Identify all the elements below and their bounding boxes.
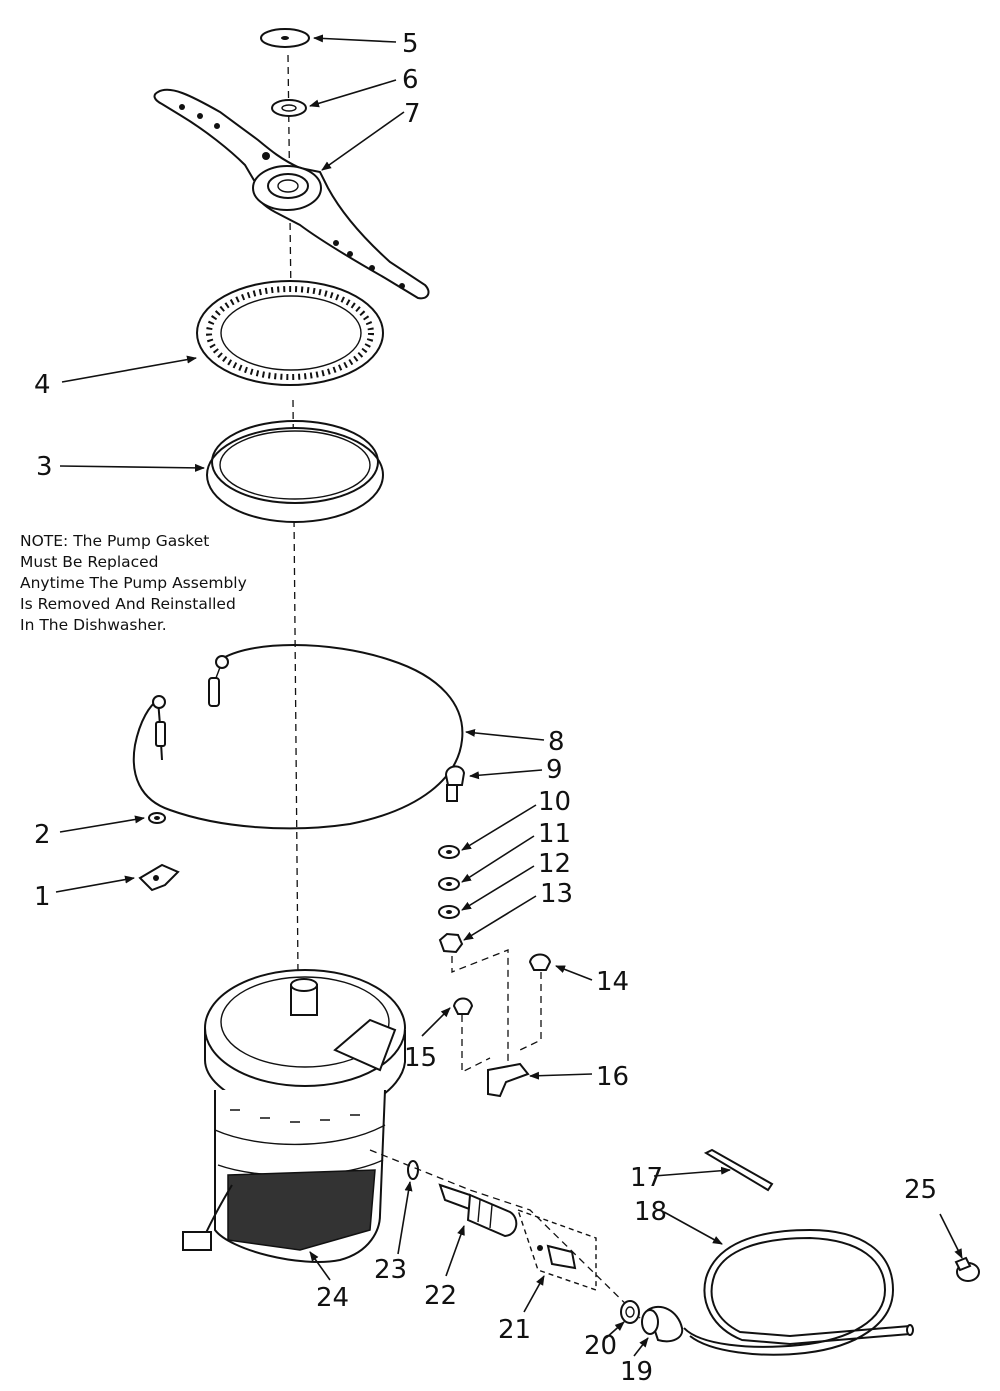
part-1-bracket [138,863,180,892]
part-16-bracket [487,1062,530,1098]
part-13-nut [438,932,464,954]
note-line-5: In The Dishwasher. [20,616,167,634]
assembly-path-14-16 [519,972,542,1051]
part-9-terminal [444,765,466,802]
callout-25: 25 [904,1175,937,1205]
part-12-washer [438,905,460,919]
callout-7: 7 [404,99,421,129]
callout-20: 20 [584,1331,617,1361]
callout-19: 19 [620,1357,653,1387]
assembly-path-15-16 [461,1015,491,1074]
callout-labels: 5 6 7 4 3 8 9 10 11 12 13 14 15 16 2 1 1… [34,29,937,1387]
part-15-screw [452,997,474,1015]
leader-arrows [55,34,963,1357]
part-20-clamp [620,1300,640,1324]
part-10-washer [438,845,460,859]
callout-13: 13 [540,879,573,909]
part-25-hose-clamp [954,1256,980,1282]
note-line-4: Is Removed And Reinstalled [20,595,236,613]
part-8-heating-element [132,644,464,830]
part-19-hose-fitting [641,1305,684,1343]
callout-15: 15 [404,1043,437,1073]
note-line-3: Anytime The Pump Assembly [20,574,247,592]
note-line-2: Must Be Replaced [20,553,159,571]
part-7-spray-arm [153,88,430,300]
part-21-mounting-plate [516,1208,597,1291]
part-18-drain-hose [683,1228,914,1356]
callout-21: 21 [498,1315,531,1345]
part-11-washer [438,877,460,891]
callout-14: 14 [596,967,629,997]
callout-3: 3 [36,452,53,482]
callout-24: 24 [316,1283,349,1313]
note-line-1: NOTE: The Pump Gasket [20,532,209,550]
part-23-o-ring [407,1160,419,1180]
callout-10: 10 [538,787,571,817]
callout-23: 23 [374,1255,407,1285]
callout-6: 6 [402,65,419,95]
callout-12: 12 [538,849,571,879]
part-3-pump-gasket [206,420,384,523]
part-17-strap [703,1148,774,1192]
pump-gasket-note: NOTE: The Pump Gasket Must Be Replaced A… [20,532,247,634]
part-14-screw [528,953,552,971]
part-2-nut [148,812,166,824]
callout-2: 2 [34,820,51,850]
callout-8: 8 [548,727,565,757]
callout-22: 22 [424,1281,457,1311]
part-6-washer [271,99,307,117]
part-4-filter-ring [196,280,384,386]
callout-4: 4 [34,370,51,400]
callout-18: 18 [634,1197,667,1227]
part-24-pump-motor-assembly [182,969,406,1263]
part-22-check-valve [438,1183,518,1238]
callout-17: 17 [630,1163,663,1193]
part-5-cap [260,28,310,48]
callout-16: 16 [596,1062,629,1092]
callout-9: 9 [546,755,563,785]
callout-1: 1 [34,882,51,912]
assembly-path-hose [369,1149,641,1319]
callout-11: 11 [538,819,571,849]
callout-5: 5 [402,29,419,59]
assembly-path-13-16 [451,949,509,1068]
